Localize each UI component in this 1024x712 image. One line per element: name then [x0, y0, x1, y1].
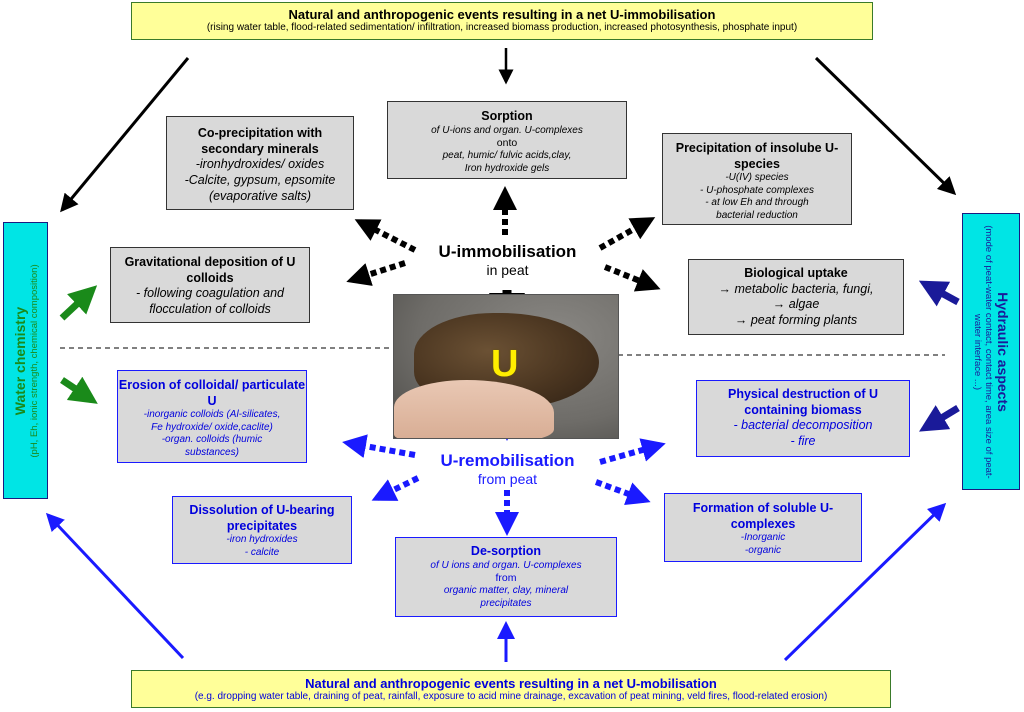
sorption-line: peat, humic/ fulvic acids,clay, [442, 150, 572, 162]
erosion-box: Erosion of colloidal/ particulate U -ino… [117, 370, 307, 463]
coprecipitation-line: (evaporative salts) [208, 188, 312, 203]
erosion-line: -inorganic colloids (Al-silicates, [143, 409, 281, 421]
top-events-subtitle: (rising water table, flood-related sedim… [206, 22, 798, 33]
dash-arrow-dissolution [371, 475, 420, 501]
top-events-box: Natural and anthropogenic events resulti… [131, 2, 873, 40]
physical-line: - fire [790, 433, 816, 448]
precipitation-line: - U-phosphate complexes [700, 184, 814, 196]
hydraulic-aspects-title: Hydraulic aspects [994, 291, 1011, 412]
sorption-line: onto [496, 137, 518, 150]
formation-line: -organic [744, 544, 782, 556]
immobilisation-title: U-immobilisation [438, 242, 577, 261]
immobilisation-label: U-immobilisation in peat [410, 242, 605, 278]
dissolution-line: - calcite [244, 546, 280, 558]
biological-line: → algae [772, 297, 820, 312]
gravitational-line: flocculation of colloids [149, 301, 271, 316]
desorption-line: precipitates [480, 597, 532, 609]
dash-arrow-coprecip [354, 219, 417, 253]
arrow-bottom-left [45, 512, 185, 660]
precipitation-title: Precipitation of insolube U-species [675, 141, 839, 171]
dash-arrow-erosion [342, 434, 416, 458]
arrow-top-left [60, 57, 190, 213]
immobilisation-subtitle: in peat [486, 262, 529, 278]
gravitational-title: Gravitational deposition of U colloids [124, 255, 296, 285]
desorption-title: De-sorption [470, 544, 542, 558]
dash-arrow-physical [599, 438, 666, 465]
arrow-top-right [814, 56, 957, 196]
dissolution-line: -iron hydroxides [226, 534, 298, 546]
dash-arrow-gravitational [346, 260, 406, 286]
hydraulic-aspects-box: Hydraulic aspects (mode of peat-water co… [962, 213, 1020, 490]
formation-title: Formation of soluble U-complexes [692, 501, 834, 531]
peat-photo: U [393, 294, 619, 439]
remobilisation-label: U-remobilisation from peat [410, 451, 605, 487]
precipitation-line: - at low Eh and through [705, 197, 809, 209]
water-chemistry-subtitle: (pH, Eh, ionic strength, chemical compos… [28, 263, 40, 458]
navy-arrow-down [919, 405, 960, 432]
coprecipitation-line: -Calcite, gypsum, epsomite [184, 172, 336, 187]
sorption-box: Sorption of U-ions and organ. U-complexe… [387, 101, 627, 179]
biological-uptake-box: Biological uptake → metabolic bacteria, … [688, 259, 904, 335]
green-arrow-up [59, 285, 98, 321]
sorption-line: Iron hydroxide gels [464, 162, 550, 174]
bottom-events-subtitle: (e.g. dropping water table, draining of … [194, 691, 828, 702]
precipitation-line: bacterial reduction [716, 209, 798, 221]
erosion-line: -organ. colloids (humic [161, 434, 263, 446]
formation-line: -Inorganic [740, 532, 786, 544]
top-events-title: Natural and anthropogenic events resulti… [288, 7, 716, 22]
dissolution-box: Dissolution of U-bearing precipitates -i… [172, 496, 352, 564]
arrow-bottom-right [783, 502, 947, 662]
desorption-box: De-sorption of U ions and organ. U-compl… [395, 537, 617, 617]
coprecipitation-line: -ironhydroxides/ oxides [195, 157, 325, 172]
erosion-line: substances) [185, 446, 239, 458]
formation-complexes-box: Formation of soluble U-complexes -Inorga… [664, 493, 862, 562]
navy-arrow-up [918, 280, 960, 307]
bottom-events-title: Natural and anthropogenic events resulti… [305, 676, 717, 691]
dash-arrow-formation [594, 479, 651, 506]
physical-title: Physical destruction of U containing bio… [727, 387, 879, 417]
coprecipitation-box: Co-precipitation with secondary minerals… [166, 116, 354, 210]
precipitation-line: -U(IV) species [725, 172, 789, 184]
desorption-line: from [495, 572, 517, 585]
biological-line: → peat forming plants [734, 312, 858, 327]
erosion-line: Fe hydroxide/ oxide,caclite) [151, 421, 273, 433]
dash-arrow-biological [603, 264, 661, 292]
coprecipitation-title: Co-precipitation with secondary minerals [197, 126, 323, 156]
sorption-title: Sorption [481, 109, 533, 123]
gravitational-deposition-box: Gravitational deposition of U colloids -… [110, 247, 310, 323]
biological-line: → metabolic bacteria, fungi, [718, 281, 874, 296]
desorption-line: of U ions and organ. U-complexes [430, 559, 582, 571]
green-arrow-down [60, 376, 98, 404]
remobilisation-subtitle: from peat [477, 471, 538, 487]
hand-shape [394, 380, 554, 438]
water-chemistry-title: Water chemistry [11, 306, 28, 415]
dissolution-title: Dissolution of U-bearing precipitates [189, 503, 335, 533]
physical-line: - bacterial decomposition [733, 418, 873, 433]
erosion-title: Erosion of colloidal/ particulate U [118, 378, 306, 408]
dash-arrow-precipitation [598, 217, 656, 251]
sorption-line: of U-ions and organ. U-complexes [431, 124, 583, 136]
gravitational-line: - following coagulation and [135, 286, 285, 301]
bottom-events-box: Natural and anthropogenic events resulti… [131, 670, 891, 708]
physical-destruction-box: Physical destruction of U containing bio… [696, 380, 910, 457]
hydraulic-aspects-subtitle: (mode of peat-water contact, contact tim… [971, 224, 994, 479]
u-symbol: U [491, 343, 519, 385]
remobilisation-title: U-remobilisation [440, 451, 575, 470]
water-chemistry-box: Water chemistry (pH, Eh, ionic strength,… [3, 222, 48, 499]
desorption-line: organic matter, clay, mineral [443, 585, 569, 597]
precipitation-box: Precipitation of insolube U-species -U(I… [662, 133, 852, 225]
biological-title: Biological uptake [744, 266, 848, 280]
